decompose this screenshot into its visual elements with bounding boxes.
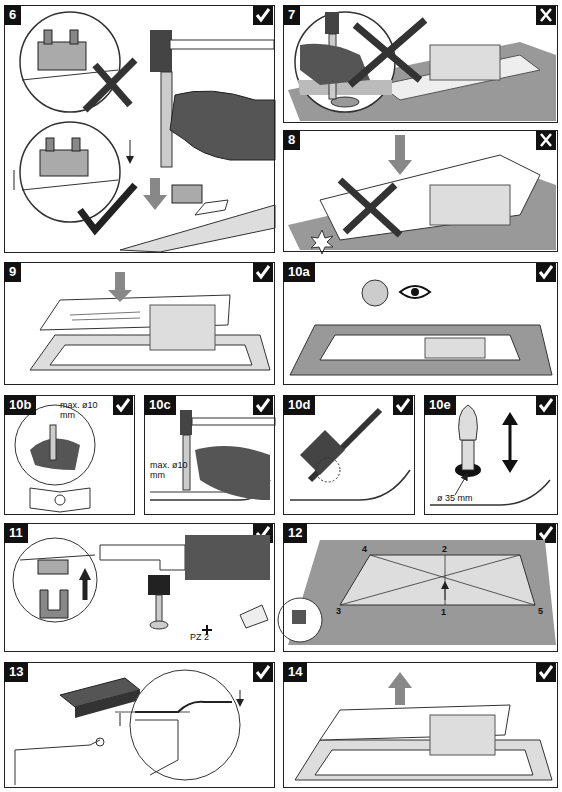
step-panel: 10d — [283, 395, 415, 515]
step-number: 13 — [4, 662, 28, 682]
step-number: 7 — [283, 5, 300, 25]
step-number: 10e — [424, 395, 456, 415]
step-panel: 10c — [144, 395, 275, 515]
step-number: 11 — [4, 523, 28, 543]
step-panel: 10a — [283, 262, 558, 385]
step10a-art — [290, 280, 552, 375]
step14-art — [295, 672, 552, 780]
step-panel: 13 — [4, 662, 275, 788]
dimension-label: max. ø10 mm — [150, 460, 190, 480]
step13-art — [15, 670, 240, 785]
step7-art — [288, 12, 556, 121]
step-panel: 6 — [4, 5, 275, 253]
step-panel: 9 — [4, 262, 275, 385]
step10d-art — [290, 410, 410, 500]
step8-art — [288, 135, 556, 254]
step9-art — [30, 272, 270, 370]
step6-art — [14, 12, 275, 252]
step10e-art — [430, 405, 550, 505]
dimension-label: max. ø10 mm — [60, 400, 98, 420]
step-panel: 12 — [283, 523, 558, 652]
step-number: 8 — [283, 130, 300, 150]
step-number: 10c — [144, 395, 176, 415]
callout-number: 3 — [336, 606, 356, 616]
step-panel: 14 — [283, 662, 558, 788]
step12-art — [278, 540, 556, 645]
step10b-art — [15, 405, 95, 512]
dimension-label: ø 35 mm — [437, 493, 497, 503]
step-number: 14 — [283, 662, 307, 682]
status-marks — [113, 5, 556, 682]
step-number: 10a — [283, 262, 315, 282]
step-number: 6 — [4, 5, 21, 25]
step-number: 10d — [283, 395, 315, 415]
callout-number: 5 — [538, 606, 558, 616]
step11-art — [13, 535, 270, 635]
step-number: 12 — [283, 523, 307, 543]
step-panel: 7 — [283, 5, 558, 123]
step-panel: 11 — [4, 523, 275, 652]
step-number: 10b — [4, 395, 36, 415]
step10c-art — [150, 410, 275, 500]
dimension-label: PZ 2 — [190, 632, 230, 642]
step-number: 9 — [4, 262, 21, 282]
callout-number: 4 — [362, 544, 382, 554]
step-panel: 8 — [283, 130, 558, 252]
callout-number: 2 — [442, 544, 462, 554]
callout-number: 1 — [441, 607, 461, 617]
